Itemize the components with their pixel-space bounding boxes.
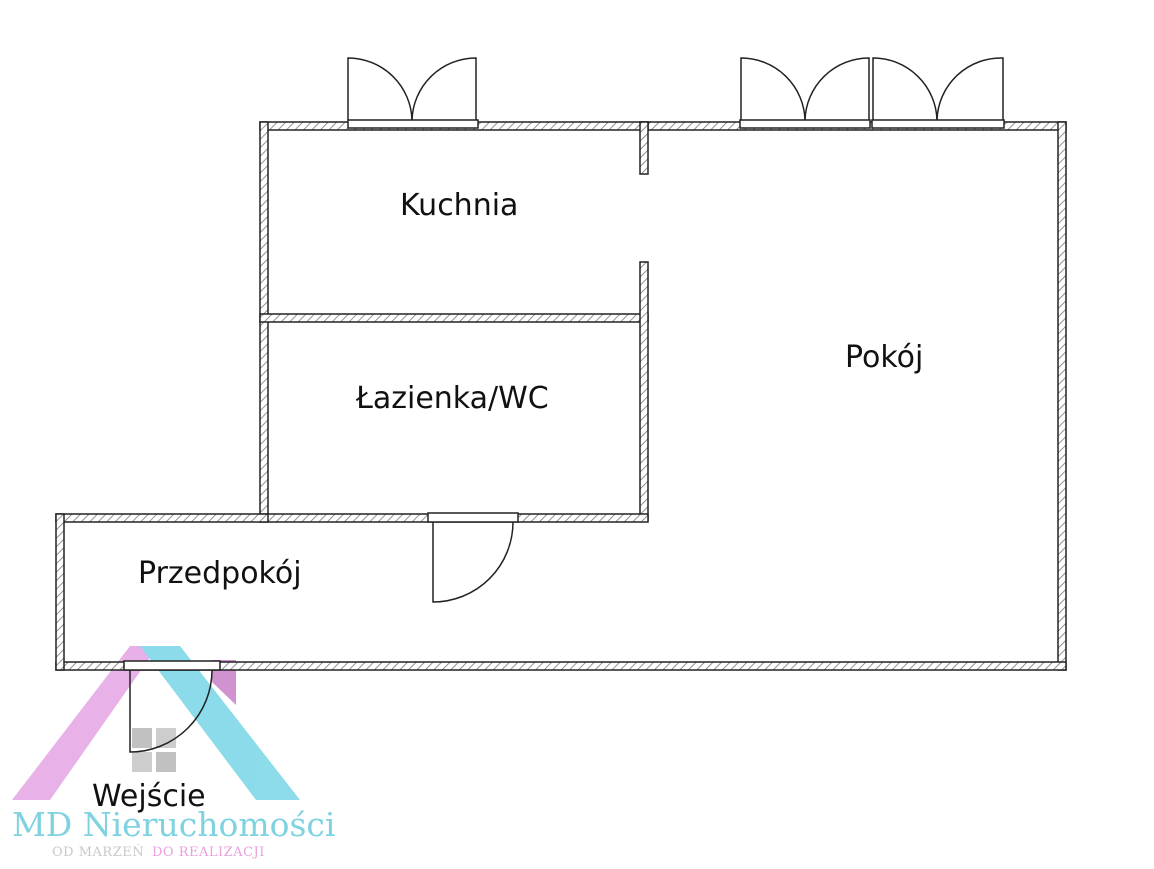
logo-cyan-roof <box>140 646 300 800</box>
label-entrance: Wejście <box>92 779 206 814</box>
windows <box>347 57 1005 129</box>
logo-window-2 <box>156 728 176 748</box>
doors <box>123 512 519 753</box>
logo-pink-chimney <box>212 660 236 705</box>
door-bathroom-frame <box>427 512 519 523</box>
door-entrance-frame <box>123 660 221 671</box>
watermark-tagline-part1: OD MARZEŃ <box>52 843 144 860</box>
logo-pink-roof <box>12 646 158 800</box>
door-bathroom-swing <box>432 521 514 603</box>
logo-window-1 <box>132 728 152 748</box>
label-kitchen: Kuchnia <box>400 188 518 223</box>
window-living-2 <box>871 119 1005 129</box>
watermark-logo <box>12 646 300 800</box>
label-living: Pokój <box>845 340 923 375</box>
watermark-tagline-part2: DO REALIZACJI <box>152 845 265 860</box>
watermark-brand: MD Nieruchomości <box>12 805 335 844</box>
door-entrance-swing <box>129 669 213 753</box>
logo-window-4 <box>156 752 176 772</box>
label-bathroom: Łazienka/WC <box>355 381 549 416</box>
label-hall: Przedpokój <box>138 556 302 591</box>
wall-partition-lower <box>639 261 649 521</box>
wall-hall-left <box>55 513 65 671</box>
wall-kitchen-bath <box>259 313 649 323</box>
wall-hall-top <box>55 513 269 523</box>
logo-window-3 <box>132 752 152 772</box>
wall-partition-upper <box>639 121 649 175</box>
window-living-1 <box>739 119 871 129</box>
wall-right <box>1057 121 1067 671</box>
window-kitchen <box>347 119 479 129</box>
